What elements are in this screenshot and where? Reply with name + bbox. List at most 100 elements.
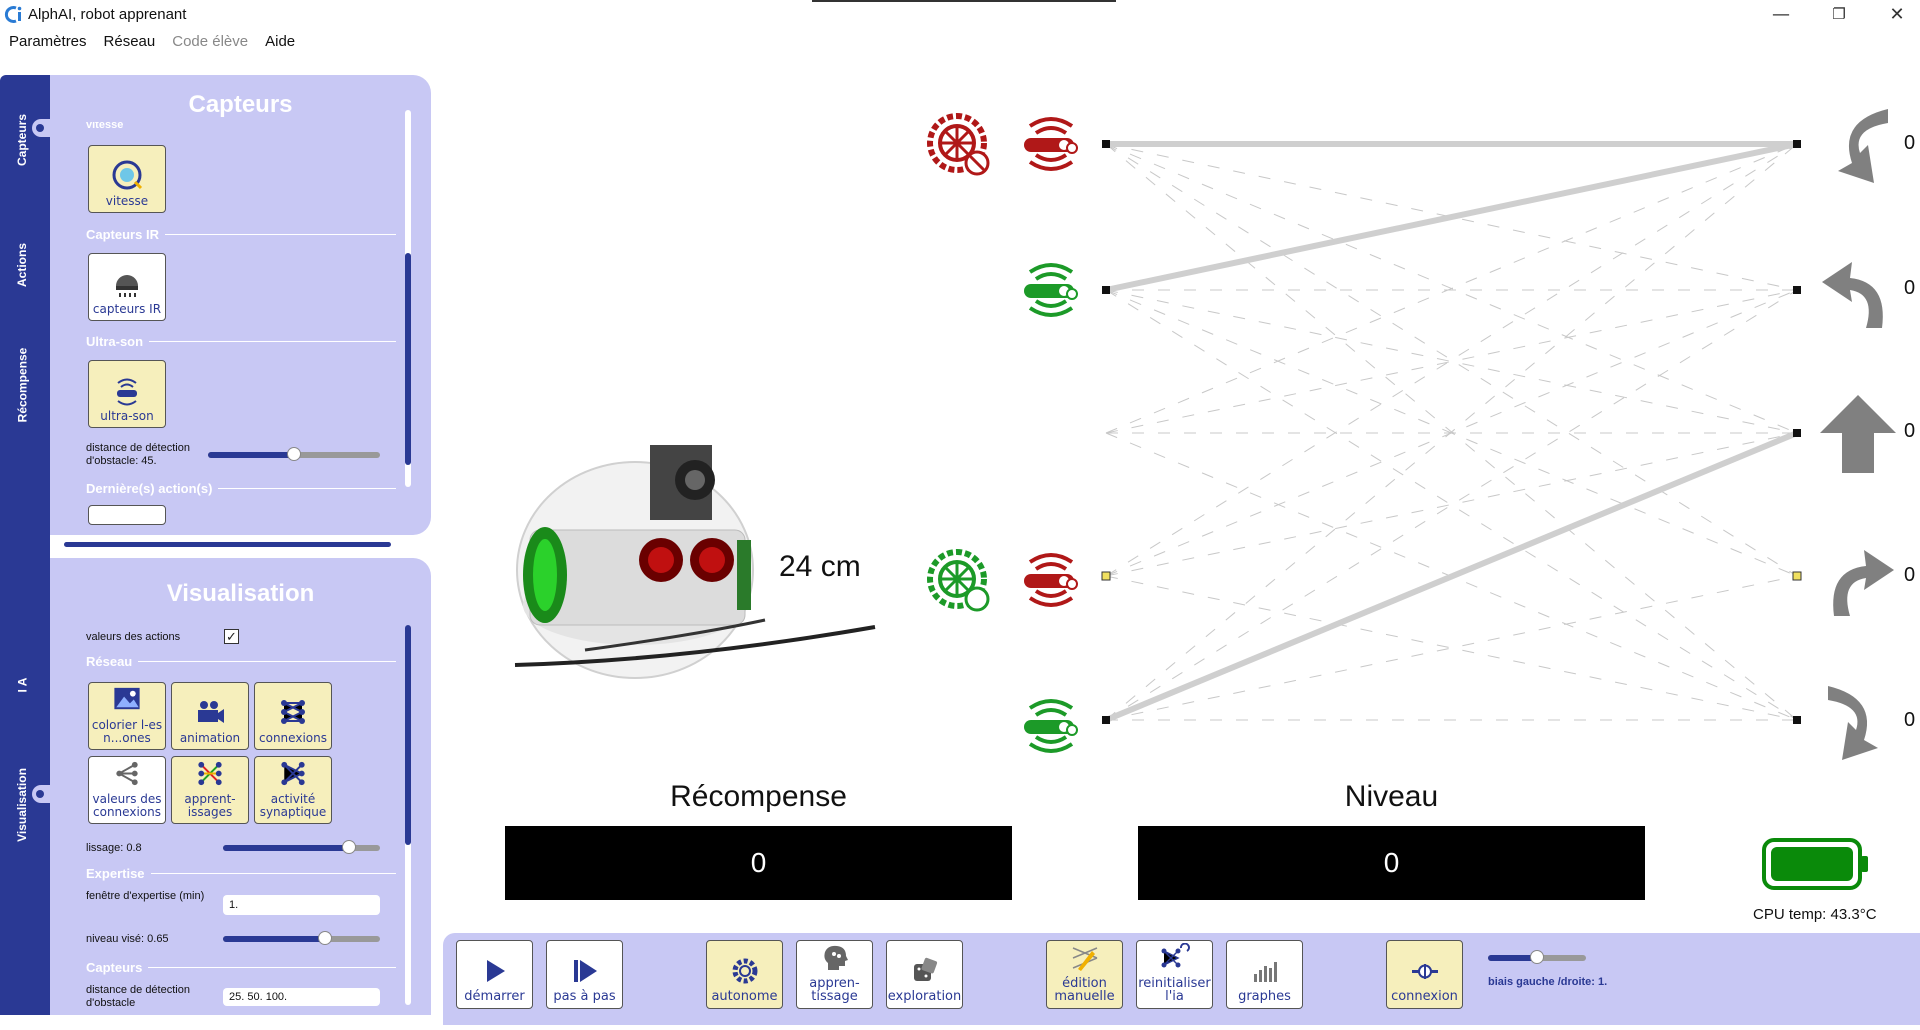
lissage-knob[interactable] [341, 840, 356, 854]
pas-a-pas-button[interactable]: pas à pas [546, 940, 623, 1009]
active-input-node [1101, 571, 1111, 581]
menu-reseau[interactable]: Réseau [103, 33, 156, 50]
input-node [1102, 140, 1110, 148]
panel-divider[interactable] [64, 542, 391, 547]
level-display: 0 [1138, 826, 1645, 900]
cut-off-label: vitesse [86, 122, 124, 130]
menu-parametres[interactable]: Paramètres [9, 33, 87, 50]
distance-readout: 24 cm [779, 550, 861, 583]
brain-head-icon [823, 945, 848, 970]
section-capteurs-visu: Capteurs [86, 959, 396, 975]
turn-right-arrow-icon [1833, 550, 1894, 616]
niveau-vise-knob[interactable] [318, 931, 333, 945]
visualisation-panel-title: Visualisation [166, 580, 315, 607]
valeurs-connexions-button[interactable]: valeurs des connexions [88, 756, 166, 824]
last-action-button-partial[interactable] [88, 505, 166, 525]
fenetre-expertise-label: fenêtre d'expertise (min) [86, 890, 205, 902]
synapse-network-icon [281, 761, 305, 786]
level-title: Niveau [1344, 780, 1439, 813]
turn-left-arrow-icon [1822, 262, 1883, 328]
action-values-label: valeurs des actions [86, 631, 181, 643]
tab-ia[interactable]: I A [14, 677, 29, 693]
fenetre-expertise-input[interactable]: 1. [223, 895, 380, 915]
connexions-button[interactable]: connexions [254, 682, 332, 750]
graphes-button[interactable]: graphes [1226, 940, 1303, 1009]
tab-capteurs-indicator [32, 119, 50, 137]
connexion-button[interactable]: connexion [1386, 940, 1463, 1009]
apprentissages-button[interactable]: apprent-issages [171, 756, 249, 824]
ir-sensor-icon [116, 275, 138, 297]
share-network-icon [116, 761, 138, 786]
maximize-button[interactable]: ❐ [1832, 5, 1846, 23]
activite-synaptique-button[interactable]: activité synaptique [254, 756, 332, 824]
colored-network-icon [198, 761, 222, 786]
section-derniere-actions: Dernière(s) action(s) [86, 480, 396, 496]
lissage-slider[interactable] [223, 840, 380, 854]
action-values-checkbox[interactable]: ✓ [224, 629, 239, 644]
obstacle-distance-fill [208, 452, 294, 458]
ultrasound-green-icon-2 [1024, 699, 1078, 753]
output-node [1793, 286, 1801, 294]
bias-fill [1488, 955, 1537, 961]
tab-capteurs[interactable]: Capteurs [15, 113, 30, 167]
output-value: 0 [1904, 420, 1916, 442]
app-logo-icon [4, 6, 22, 23]
image-icon [114, 687, 140, 710]
speed-sensor-icon [112, 160, 143, 190]
ultrasound-sensor-button[interactable]: ultra-son [88, 360, 166, 428]
section-ultra-son: Ultra-son [86, 333, 396, 349]
bias-knob[interactable] [1530, 950, 1544, 964]
distance-detection-label: distance de détection d'obstacle [86, 984, 190, 1006]
tab-recompense[interactable]: Récompense [15, 347, 30, 423]
top-divider [812, 0, 1116, 2]
edition-manuelle-button[interactable]: édition manuelle [1046, 940, 1123, 1009]
capteurs-scrollbar-thumb[interactable] [405, 253, 411, 465]
network-nodes [1102, 140, 1801, 724]
bottom-toolbar: démarrer pas à pas autonome appren-tissa… [443, 933, 1920, 1025]
visualisation-scrollbar-thumb[interactable] [405, 625, 411, 845]
obstacle-distance-knob[interactable] [287, 447, 301, 461]
reward-display: 0 [505, 826, 1012, 900]
ir-sensor-button[interactable]: capteurs IR [88, 253, 166, 321]
section-capteurs-ir: Capteurs IR [86, 226, 396, 242]
vitesse-sensor-button[interactable]: vitesse [88, 145, 166, 213]
output-node [1793, 716, 1801, 724]
step-icon [573, 960, 597, 982]
capteurs-panel-title: Capteurs [188, 91, 293, 118]
wheel-moving-icon [927, 549, 990, 612]
autonome-button[interactable]: autonome [706, 940, 783, 1009]
input-node [1102, 286, 1110, 294]
ultrasound-red-icon-2 [1024, 553, 1078, 607]
output-value: 0 [1904, 132, 1916, 154]
niveau-vise-fill [223, 936, 326, 942]
forward-arrow-icon [1820, 395, 1896, 473]
demarrer-button[interactable]: démarrer [456, 940, 533, 1009]
gear-icon [732, 958, 757, 984]
close-button[interactable]: ✕ [1889, 3, 1905, 25]
side-tab-bar: Capteurs Actions Récompense I A Visualis… [0, 75, 50, 1015]
tab-visualisation-indicator [32, 785, 50, 803]
exploration-button[interactable]: exploration [886, 940, 963, 1009]
animation-button[interactable]: animation [171, 682, 249, 750]
cpu-temperature: CPU temp: 43.3°C [1753, 906, 1877, 923]
tab-visualisation[interactable]: Visualisation [15, 768, 29, 842]
colorier-neurones-button[interactable]: colorier l-es n...ones [88, 682, 166, 750]
reinitialiser-ia-button[interactable]: reinitialiser l'ia [1136, 940, 1213, 1009]
neural-network [1101, 140, 1802, 724]
visualisation-panel: Visualisation valeurs des actions ✓ Rése… [50, 558, 431, 1015]
obstacle-distance-slider[interactable] [208, 447, 380, 461]
menu-code-eleve[interactable]: Code élève [172, 33, 249, 50]
minimize-button[interactable]: — [1772, 3, 1790, 25]
menu-aide[interactable]: Aide [265, 33, 296, 50]
input-node [1102, 716, 1110, 724]
apprentissage-button[interactable]: appren-tissage [796, 940, 873, 1009]
tab-actions[interactable]: Actions [15, 242, 30, 288]
niveau-vise-slider[interactable] [223, 931, 380, 945]
network-icon [281, 700, 305, 724]
bias-slider[interactable] [1488, 950, 1586, 964]
ultrasound-red-icon [1024, 117, 1078, 171]
battery-icon [1762, 838, 1868, 890]
window-title: AlphAI, robot apprenant [28, 6, 187, 23]
output-node [1793, 140, 1801, 148]
distance-detection-input[interactable]: 25. 50. 100. [223, 988, 380, 1006]
